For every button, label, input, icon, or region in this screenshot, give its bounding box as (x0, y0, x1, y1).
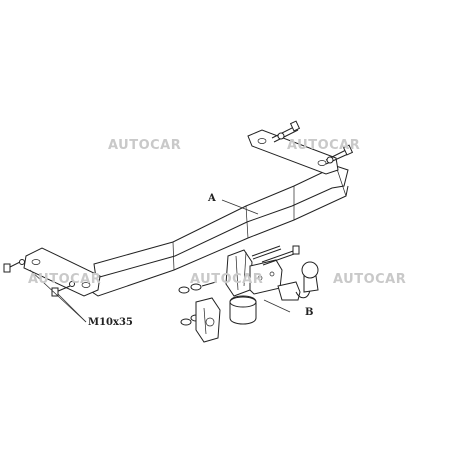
electric-socket (195, 297, 221, 343)
leader-lines (29, 199, 291, 323)
label-bolt-size: M10x35 (88, 317, 133, 328)
left-mounting-plate (23, 247, 101, 297)
watermark: AUTOCAR (333, 272, 407, 287)
center-bracket (225, 249, 283, 297)
washers (178, 281, 217, 326)
watermark: AUTOCAR (28, 272, 102, 287)
long-bolts (251, 245, 300, 266)
label-b: B (305, 307, 314, 318)
watermark: AUTOCAR (108, 138, 182, 153)
ball-cap (229, 295, 257, 325)
tow-ball (277, 261, 319, 301)
right-mounting-plate (247, 129, 339, 175)
left-bolts (3, 259, 75, 297)
right-bolts (271, 120, 354, 165)
watermark: AUTOCAR (190, 272, 264, 287)
label-a: A (208, 193, 216, 204)
watermark: AUTOCAR (287, 138, 361, 153)
